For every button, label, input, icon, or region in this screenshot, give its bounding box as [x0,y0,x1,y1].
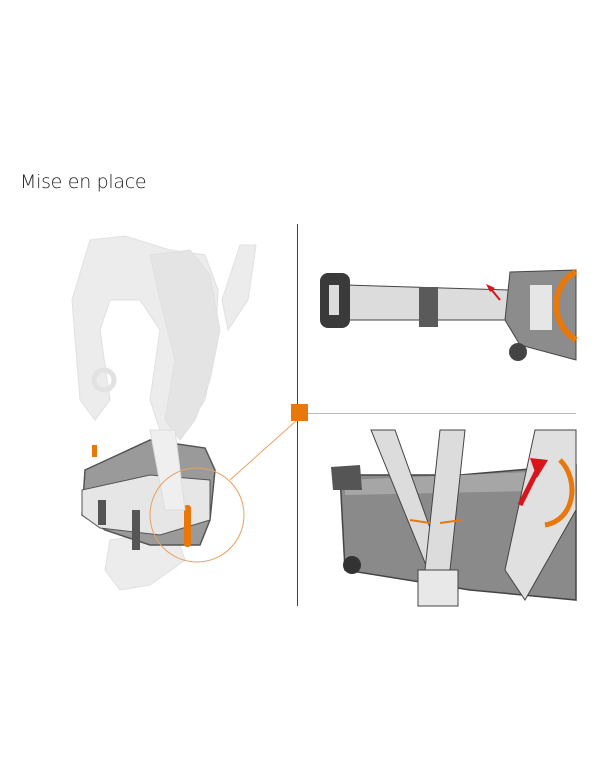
orange-marker [291,404,308,421]
waist-belt [81,429,216,550]
zoom-circle [149,467,245,563]
orange-buckle [184,505,191,547]
detail-bottom-belt [331,429,577,607]
detail-top-strap [320,269,578,361]
section-title: Mise en place [20,171,147,193]
zoom-connector [229,419,298,481]
